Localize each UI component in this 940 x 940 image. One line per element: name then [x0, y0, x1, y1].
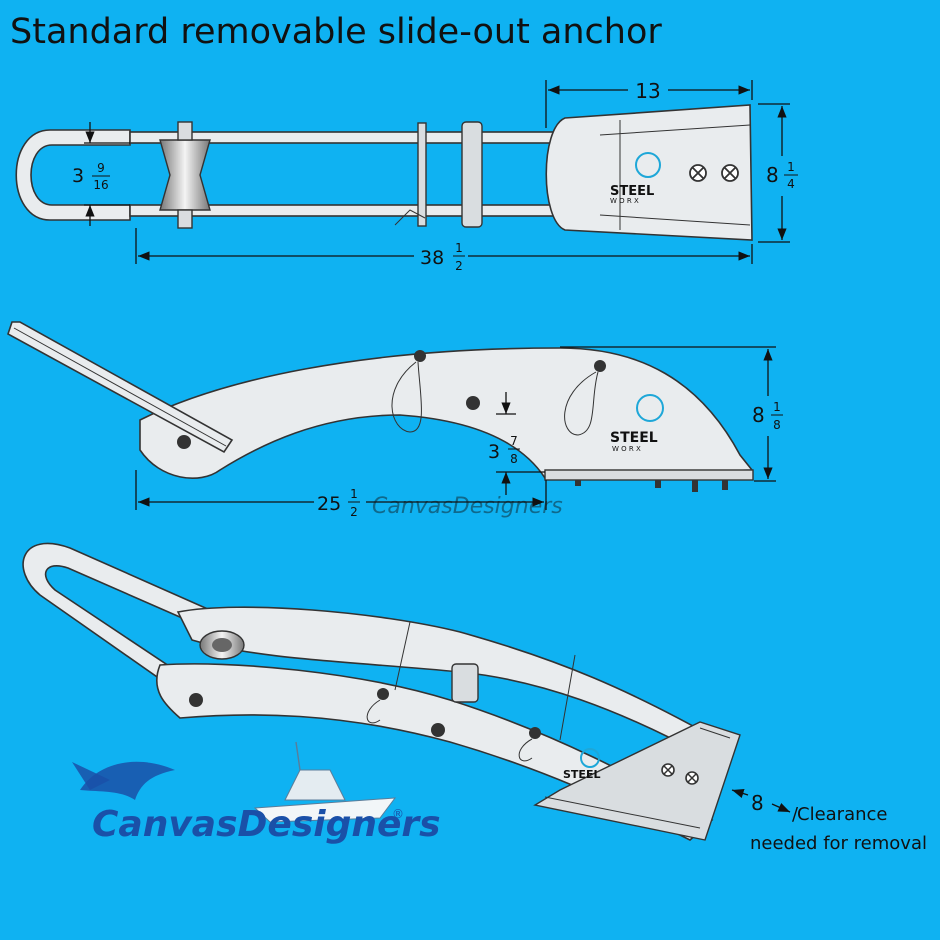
side-view-lanyard-left — [391, 350, 426, 433]
svg-text:/: / — [792, 804, 799, 825]
svg-text:1: 1 — [787, 160, 795, 174]
svg-text:9: 9 — [97, 161, 105, 175]
svg-text:13: 13 — [635, 79, 660, 103]
sailfish-icon — [72, 761, 175, 800]
side-view-logo: STEEL W O R X — [610, 394, 664, 453]
dim-top-length: 13 — [545, 79, 753, 128]
side-view-base — [544, 469, 754, 481]
iso-view-logo: STEEL — [563, 748, 600, 781]
dim-top-width: 3 9 16 — [72, 122, 130, 226]
svg-text:38: 38 — [420, 247, 444, 269]
svg-text:3: 3 — [488, 441, 500, 463]
iso-view-pivot-bolt — [189, 693, 203, 707]
watermark: CanvasDesigners ® — [72, 741, 441, 845]
svg-text:1: 1 — [455, 241, 463, 255]
svg-text:7: 7 — [510, 434, 518, 448]
top-view: STEEL W O R X 13 8 1 4 — [15, 79, 798, 273]
svg-text:STEEL: STEEL — [563, 768, 600, 781]
top-view-roller — [159, 121, 211, 229]
clearance-label: Clearance — [797, 804, 887, 825]
svg-text:STEEL: STEEL — [610, 184, 654, 199]
dim-side-drop: 3 7 8 — [488, 392, 545, 495]
iso-view-base-plate — [533, 721, 741, 841]
side-view-pivot-bolt — [177, 435, 191, 449]
dim-top-height: 8 1 4 — [758, 103, 798, 243]
iso-view-bolt-icon — [661, 763, 699, 785]
top-view-lanyard — [394, 209, 426, 226]
svg-text:2: 2 — [350, 505, 358, 519]
svg-text:1: 1 — [773, 400, 781, 414]
top-view-bolt-icon — [689, 164, 739, 182]
page-title: Standard removable slide-out anchor — [10, 12, 662, 52]
iso-view-post — [451, 663, 479, 703]
watermark-registered: ® — [392, 807, 404, 821]
top-view-base-plate — [545, 104, 753, 241]
dim-side-length: 25 1 2 — [135, 470, 547, 519]
svg-text:25: 25 — [317, 493, 341, 515]
svg-text:W O R X: W O R X — [610, 197, 639, 205]
svg-text:8: 8 — [752, 403, 765, 427]
side-view: STEEL W O R X 8 1 8 3 7 8 — [7, 321, 783, 519]
top-view-pin — [417, 122, 427, 227]
top-view-logo: STEEL W O R X — [610, 152, 661, 205]
iso-view-nut — [431, 723, 445, 737]
watermark-brand: CanvasDesigners — [92, 804, 441, 845]
svg-text:W O R X: W O R X — [612, 445, 641, 453]
side-view-base-bolts — [575, 480, 728, 492]
iso-view-lanyards — [366, 688, 541, 762]
svg-text:8: 8 — [751, 791, 764, 815]
side-view-lanyard-right — [564, 360, 606, 436]
svg-text:4: 4 — [787, 177, 795, 191]
side-view-nut — [466, 396, 480, 410]
clearance-label-line2: needed for removal — [750, 833, 927, 854]
dim-top-total: 38 1 2 — [135, 228, 753, 273]
iso-view: STEEL 8 / Clearance needed for removal — [22, 542, 927, 854]
iso-view-roller — [199, 630, 245, 660]
svg-text:8: 8 — [510, 452, 518, 466]
svg-text:8: 8 — [773, 418, 781, 432]
svg-text:16: 16 — [93, 178, 108, 192]
watermark-faint: CanvasDesigners — [372, 494, 563, 519]
dim-clearance: 8 / — [731, 789, 799, 825]
dim-side-height: 8 1 8 — [560, 346, 783, 482]
yacht-icon — [253, 741, 397, 823]
svg-text:3: 3 — [72, 165, 84, 187]
svg-text:STEEL: STEEL — [610, 430, 658, 446]
top-view-block — [461, 121, 483, 228]
svg-text:8: 8 — [766, 163, 779, 187]
side-view-plate — [139, 347, 754, 479]
svg-text:1: 1 — [350, 487, 358, 501]
svg-text:2: 2 — [455, 259, 463, 273]
